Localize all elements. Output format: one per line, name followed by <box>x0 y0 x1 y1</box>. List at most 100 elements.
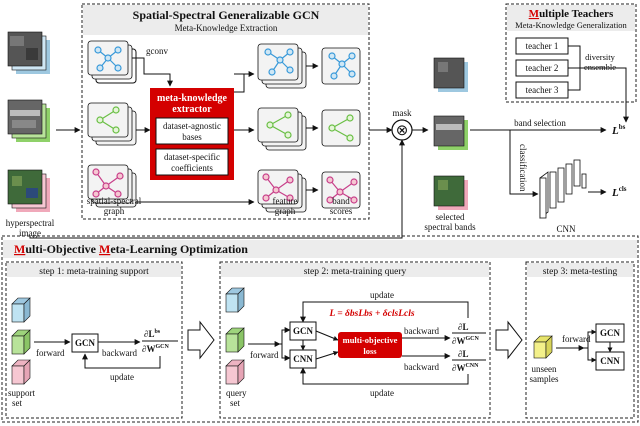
step2-panel <box>219 261 491 419</box>
step1-update-label: update <box>110 372 134 382</box>
query-cubes <box>225 287 245 385</box>
selected-label-2: spectral bands <box>424 222 476 232</box>
teachers-title-rest: ultiple Teachers <box>539 8 614 20</box>
step1-grad-den-sup: GCN <box>155 344 169 350</box>
multi-objective-label-1: multi-objective <box>343 335 398 345</box>
step1-gcn-box <box>71 333 99 353</box>
Lbs-label: Lbs <box>611 123 626 137</box>
step2-title: step 2: meta-training query <box>304 267 407 277</box>
step2-title-band <box>221 263 489 277</box>
step2-forward-label: forward <box>250 350 279 360</box>
cnn-block <box>539 159 587 219</box>
teachers-title: Multiple Teachers <box>529 8 614 20</box>
step3-split <box>584 329 597 349</box>
step2-update-bottom-label: update <box>370 388 394 398</box>
step2-cnn-to-loss <box>315 350 339 360</box>
teachers-title-initial: M <box>529 8 540 20</box>
optimization-title: Multi-Objective Meta-Learning Optimizati… <box>14 242 248 256</box>
step2-grad-gcn-den-base: ∂W <box>452 336 465 346</box>
step2-cnn-label: CNN <box>293 354 313 364</box>
step3-title: step 3: meta-testing <box>543 267 618 277</box>
title-part1: ulti-Objective <box>25 242 99 256</box>
step1-grad-num-sup: bs <box>154 329 160 335</box>
title-m1: M <box>14 242 25 256</box>
step2-grad-cnn-den: ∂WCNN <box>452 363 479 373</box>
Lbs-sup: bs <box>619 123 626 131</box>
selected-label-1: selected <box>436 212 465 222</box>
step3-title-band <box>527 263 633 277</box>
step3-panel <box>525 261 635 419</box>
gcn-subtitle: Meta-Knowledge Extraction <box>175 23 278 33</box>
Lcls-label: Lcls <box>611 185 627 199</box>
selected-bands-stack-1 <box>433 57 468 92</box>
step2-update-top <box>300 301 469 323</box>
diversity-label-1: diversity <box>585 52 615 62</box>
step1-backward-label: backward <box>102 348 137 358</box>
hyperspectral-image-stack-3 <box>7 169 50 212</box>
selected-bands-stack-3 <box>433 175 468 210</box>
teacher-2-label: teacher 2 <box>526 63 559 73</box>
step2-backward-gcn-label: backward <box>404 326 439 336</box>
hyperspectral-label-1: hyperspectral <box>6 218 55 228</box>
step1-title: step 1: meta-training support <box>39 267 149 277</box>
arrow-teachers-to-Lbs <box>580 67 629 123</box>
teacher-3-label: teacher 3 <box>526 85 559 95</box>
gcn-title: Spatial-Spectral Generalizable GCN <box>133 8 320 22</box>
arrow-hsi-to-mask <box>29 139 405 239</box>
selected-bands-stack-2 <box>433 115 468 150</box>
unseen-label-2: samples <box>530 374 559 384</box>
gcn-panel <box>81 3 370 220</box>
ssg-label-2: graph <box>104 206 125 216</box>
dataset-agnostic-box <box>155 117 229 145</box>
extractor-title-2: extractor <box>172 104 212 115</box>
step2-update-bottom <box>300 367 469 385</box>
query-label-2: set <box>230 398 240 408</box>
feature-graph-label-2: graph <box>275 206 296 216</box>
step2-forward-split <box>280 327 291 345</box>
hyperspectral-label-2: image <box>19 228 41 238</box>
ssg-label-1: spatial-spectral <box>87 196 142 206</box>
mask-label: mask <box>393 108 412 118</box>
spatial-spectral-graph-stack <box>87 40 137 208</box>
teachers-panel <box>505 3 637 103</box>
step3-split-2 <box>587 348 597 363</box>
step-arrow-1 <box>187 320 215 360</box>
unseen-label-1: unseen <box>532 364 557 374</box>
teachers-title-band <box>507 5 635 31</box>
step1-gcn-label: GCN <box>75 338 96 348</box>
step1-panel <box>5 261 183 419</box>
Lbs-base: L <box>611 125 619 137</box>
step1-grad-den-base: ∂W <box>142 344 155 354</box>
step3-forward-label: forward <box>562 334 591 344</box>
mask-symbol: ⊗ <box>396 123 409 139</box>
step1-forward-label: forward <box>36 348 65 358</box>
hyperspectral-image-stack-2 <box>7 99 50 142</box>
step3-cnn-label: CNN <box>600 356 620 366</box>
gconv-arrow <box>132 57 173 87</box>
teachers-subtitle: Meta-Knowledge Generalization <box>515 20 627 30</box>
band-scores-label-2: scores <box>330 206 353 216</box>
dataset-specific-box <box>155 148 229 176</box>
step2-update-top-label: update <box>370 290 394 300</box>
optimization-panel <box>1 235 639 423</box>
step2-grad-cnn-num: ∂L <box>458 349 468 359</box>
step1-grad-num: ∂Lbs <box>144 329 161 339</box>
step2-grad-cnn-den-base: ∂W <box>452 363 465 373</box>
step1-grad-num-base: ∂L <box>144 329 154 339</box>
arrow-extractor-top-path <box>234 74 245 93</box>
Lcls-base: L <box>611 187 619 199</box>
Lcls-sup: cls <box>619 185 627 193</box>
band-scores <box>321 47 361 209</box>
optimization-title-band <box>3 240 637 258</box>
band-selection-label: band selection <box>514 118 566 128</box>
specific-label-1: dataset-specific <box>164 152 220 162</box>
band-scores-label-1: band <box>332 196 350 206</box>
cnn-label: CNN <box>556 224 576 234</box>
multi-objective-label-2: loss <box>363 346 377 356</box>
gconv-label: gconv <box>146 46 168 56</box>
diversity-label-2: ensemble <box>584 62 616 72</box>
loss-equation: L = δbsLbs + δclsLcls <box>328 309 414 319</box>
step2-grad-gcn-num: ∂L <box>458 322 468 332</box>
support-label-2: set <box>12 398 22 408</box>
step2-gcn-label: GCN <box>293 326 314 336</box>
